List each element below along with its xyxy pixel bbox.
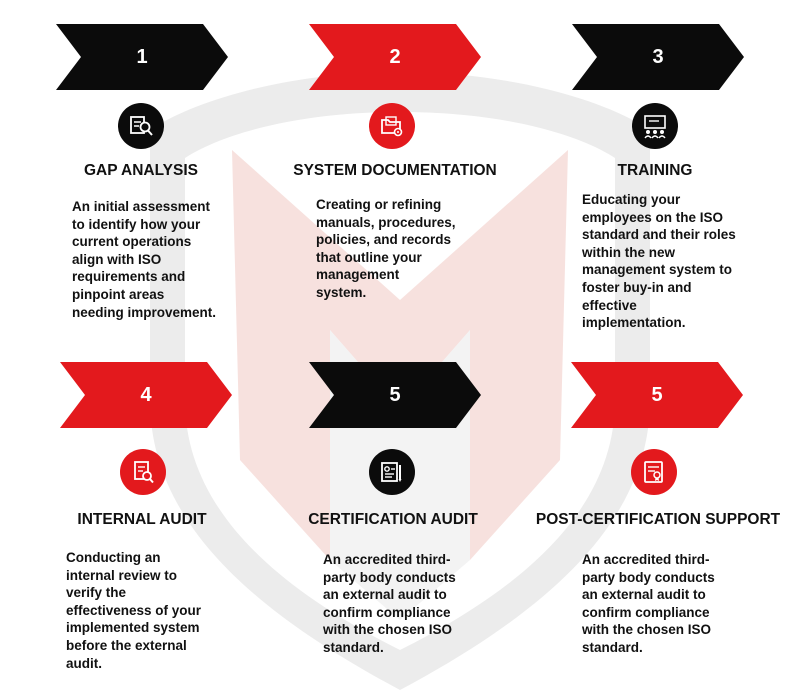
presentation-audience-icon (632, 103, 678, 149)
step-1-title: GAP ANALYSIS (84, 162, 198, 179)
step-1-arrow: 1 (56, 24, 228, 90)
certificate-badge-icon (631, 449, 677, 495)
step-6-arrow: 5 (571, 362, 743, 428)
step-6-description: An accredited third- party body conducts… (582, 552, 715, 655)
step-5-title: CERTIFICATION AUDIT (308, 511, 478, 528)
step-3-arrow: 3 (572, 24, 744, 90)
step-4-arrow: 4 (60, 362, 232, 428)
folder-gear-icon (369, 103, 415, 149)
step-2-number: 2 (389, 46, 401, 68)
step-3-number: 3 (652, 46, 664, 68)
step-6-number: 5 (651, 384, 663, 406)
step-5-description: An accredited third- party body conducts… (323, 552, 456, 655)
step-4-number: 4 (140, 384, 152, 406)
magnifier-document-icon (118, 103, 164, 149)
step-5-arrow: 5 (309, 362, 481, 428)
step-4-title: INTERNAL AUDIT (77, 511, 207, 528)
shield-outer-ring (150, 72, 650, 690)
step-2-title: SYSTEM DOCUMENTATION (293, 162, 497, 179)
step-2-arrow: 2 (309, 24, 481, 90)
step-6-title: POST-CERTIFICATION SUPPORT (535, 511, 781, 528)
document-search-icon (120, 449, 166, 495)
step-5-number: 5 (389, 384, 401, 406)
step-1-description: An initial assessment to identify how yo… (72, 199, 217, 320)
step-4-description: Conducting an internal review to verify … (66, 550, 202, 671)
step-3-title: TRAINING (617, 162, 693, 179)
certificate-pen-icon (369, 449, 415, 495)
step-2-description: Creating or refining manuals, procedures… (316, 197, 456, 300)
shield-inner-mark (232, 150, 568, 560)
step-3-description: Educating your employees on the ISO stan… (582, 192, 736, 331)
step-1-number: 1 (136, 46, 148, 68)
